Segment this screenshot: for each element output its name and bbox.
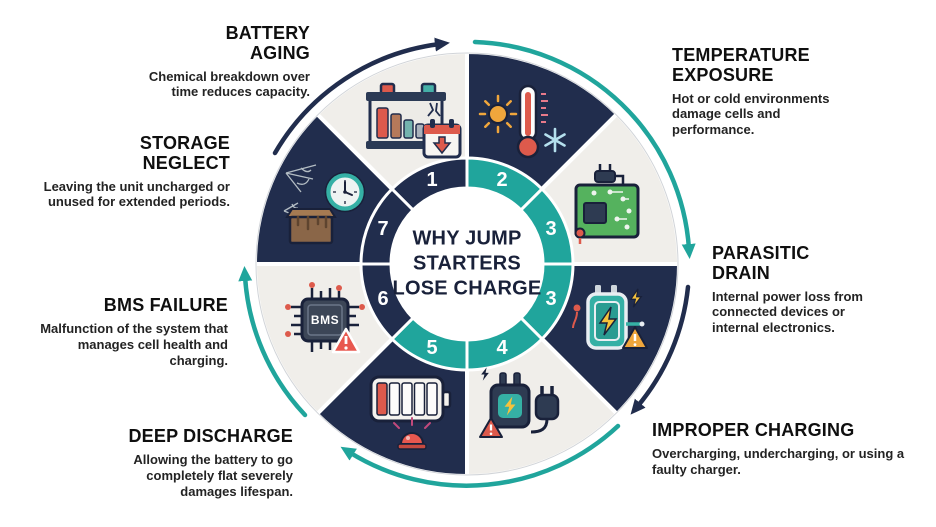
segment-number-2: 2: [496, 169, 507, 191]
label-description: Hot or cold environments damage cells an…: [672, 90, 830, 138]
snowflake-icon: [544, 127, 566, 153]
cycle-arrows: [238, 37, 696, 488]
sun-icon: [478, 94, 518, 134]
cycle-arrow-top: [272, 37, 450, 156]
label-parasitic-drain: PARASITIC DRAIN Internal power loss from…: [712, 243, 922, 336]
cycle-arrow-bottom-right: [630, 284, 691, 415]
warning-triangle-icon: [331, 327, 361, 354]
wheel-rim: [255, 52, 679, 476]
cycle-arrow-right: [472, 39, 696, 259]
cycle-arrow-bottom: [340, 423, 621, 488]
segment-number-8: 7: [377, 218, 388, 240]
segment-number-3: 3: [545, 218, 556, 240]
segment-number-5: 4: [496, 337, 508, 359]
label-description: Chemical breakdown over time reduces cap…: [148, 68, 310, 100]
circuit-board-icon: [574, 164, 640, 244]
thermometer-icon: [516, 84, 548, 159]
calendar-icon: [422, 119, 462, 159]
label-title: DEEP DISCHARGE: [128, 426, 293, 446]
battery-aging-icon: [366, 82, 462, 159]
label-storage-neglect: STORAGE NEGLECT Leaving the unit uncharg…: [10, 133, 230, 210]
deep-discharge-icon: [369, 375, 452, 450]
label-description: Malfunction of the system that manages c…: [40, 320, 228, 368]
alarm-siren-icon: [393, 417, 431, 450]
label-deep-discharge: DEEP DISCHARGE Allowing the battery to g…: [63, 426, 293, 499]
warning-triangle-icon: [479, 417, 503, 438]
bolt-icon: [598, 306, 618, 336]
storage-neglect-icon: [283, 164, 366, 245]
bolt-icon: [504, 396, 516, 416]
segment-number-4: 3: [545, 288, 556, 310]
label-title: STORAGE NEGLECT: [139, 133, 230, 173]
segment-number-7: 6: [377, 288, 388, 310]
plug-icon: [530, 386, 560, 434]
label-title: BMS FAILURE: [103, 295, 228, 315]
clock-icon: [324, 171, 366, 213]
label-title: PARASITIC DRAIN: [712, 243, 810, 283]
segment-numbers: 1 2 3 3 4 5 6 7: [377, 169, 556, 359]
label-description: Leaving the unit uncharged or unused for…: [43, 178, 230, 210]
temperature-exposure-icon: [478, 84, 566, 159]
bms-failure-icon: BMS: [285, 282, 365, 354]
label-title: BATTERY AGING: [225, 23, 310, 63]
bms-chip-label: BMS: [311, 313, 339, 327]
improper-charging-icon: [479, 367, 560, 438]
label-description: Allowing the battery to go completely fl…: [133, 451, 293, 499]
segment-number-6: 5: [426, 337, 437, 359]
cycle-arrow-left: [238, 266, 308, 418]
label-description: Internal power loss from connected devic…: [712, 288, 863, 336]
label-temperature-exposure: TEMPERATURE EXPOSURE Hot or cold environ…: [672, 45, 892, 138]
label-description: Overcharging, undercharging, or using a …: [652, 445, 905, 477]
label-title: IMPROPER CHARGING: [652, 420, 855, 440]
label-battery-aging: BATTERY AGING Chemical breakdown over ti…: [110, 23, 310, 100]
center-circle: [391, 188, 543, 340]
number-ring: [359, 156, 575, 372]
label-bms-failure: BMS FAILURE Malfunction of the system th…: [8, 295, 228, 368]
box-icon: [285, 208, 337, 245]
label-improper-charging: IMPROPER CHARGING Overcharging, undercha…: [652, 420, 934, 478]
page-title: WHY JUMP STARTERS LOSE CHARGE: [392, 227, 542, 300]
label-title: TEMPERATURE EXPOSURE: [672, 45, 810, 85]
warning-triangle-icon: [622, 326, 648, 349]
segment-number-1: 1: [426, 169, 437, 191]
parasitic-drain-icon: [572, 285, 648, 350]
plug-icon: [594, 164, 625, 184]
